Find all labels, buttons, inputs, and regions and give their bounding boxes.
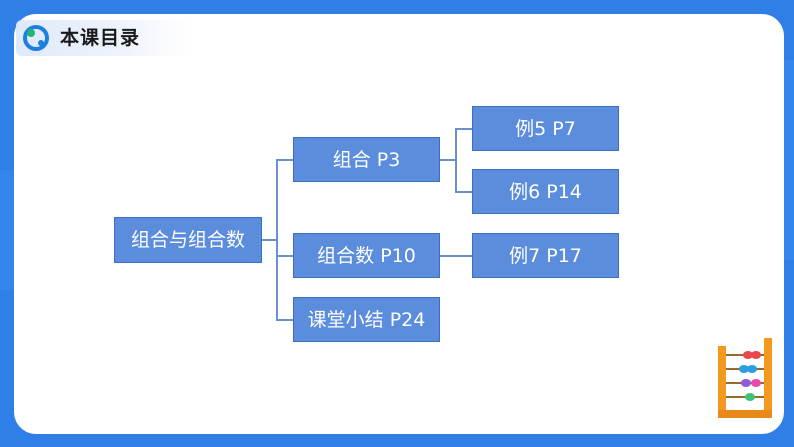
mindmap-node-combination-number[interactable]: 组合数 P10 (293, 233, 440, 278)
mindmap-node-example7[interactable]: 例7 P17 (472, 233, 619, 278)
brand-logo-icon (23, 25, 49, 51)
page-title: 本课目录 (60, 27, 141, 49)
connector-line (455, 191, 472, 193)
mindmap-node-combination[interactable]: 组合 P3 (293, 137, 440, 182)
connector-line (276, 319, 293, 321)
connector-line (440, 159, 456, 161)
connector-line (455, 128, 457, 192)
connector-line (276, 159, 293, 161)
mindmap-node-example5[interactable]: 例5 P7 (472, 106, 619, 151)
connector-line (455, 128, 472, 130)
mindmap-node-summary[interactable]: 课堂小结 P24 (293, 297, 440, 342)
connector-line (262, 239, 276, 241)
background-stripe (784, 60, 794, 260)
mindmap-node-example6[interactable]: 例6 P14 (472, 169, 619, 214)
connector-line (440, 255, 472, 257)
abacus-icon (718, 338, 772, 418)
connector-line (276, 159, 278, 320)
connector-line (276, 255, 293, 257)
mindmap-root-node[interactable]: 组合与组合数 (114, 217, 262, 263)
background-stripe (0, 170, 14, 290)
